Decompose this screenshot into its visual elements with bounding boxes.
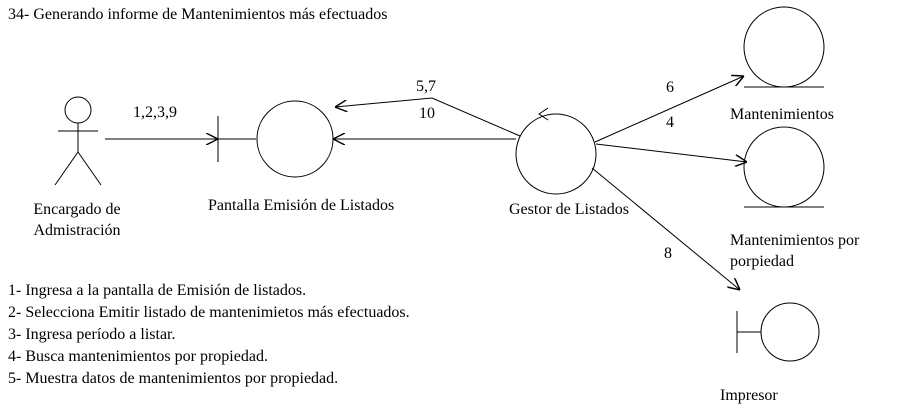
actor-label-line1: Encargado de [33,201,121,218]
impresor-label: Impresor [720,387,778,404]
mantenimientos-label: Mantenimientos [730,106,834,123]
gestor-label: Gestor de Listados [509,201,629,218]
message-gestor-pantalla: 10 [419,105,435,122]
message-gestor-mantenimientos: 6 [666,79,674,96]
mant-prop-entity [743,126,825,208]
link-gestor-mant-prop [595,143,747,162]
pantalla-label: Pantalla Emisión de Listados [208,197,395,214]
step-item: 5- Muestra datos de mantenimientos por p… [8,370,339,387]
step-item: 3- Ingresa período a listar. [8,326,176,343]
link-gestor-impresor [591,167,740,290]
diagram-title: 34- Generando informe de Mantenimientos … [8,6,388,23]
step-item: 2- Selecciona Emitir listado de mantenim… [8,304,410,321]
impresor-boundary [736,302,820,362]
link-gestor-pantalla-upper [335,97,521,137]
mant-prop-label-line2: porpiedad [730,253,794,270]
step-item: 4- Busca mantenimientos por propiedad. [8,348,268,365]
message-actor-pantalla: 1,2,3,9 [133,104,177,121]
pantalla-boundary [217,100,334,178]
actor-figure [54,96,102,186]
mantenimientos-entity [743,6,825,88]
message-gestor-pantalla-upper: 5,7 [416,78,436,95]
step-item: 1- Ingresa a la pantalla de Emisión de l… [8,282,307,299]
steps-list: 1- Ingresa a la pantalla de Emisión de l… [8,280,410,390]
actor-label-line2: Admistración [33,222,121,239]
message-gestor-impresor: 8 [664,245,672,262]
gestor-control [515,107,597,195]
message-gestor-mant-prop: 4 [666,114,674,131]
mant-prop-label-line1: Mantenimientos por [730,232,860,249]
link-gestor-mantenimientos [594,76,744,143]
